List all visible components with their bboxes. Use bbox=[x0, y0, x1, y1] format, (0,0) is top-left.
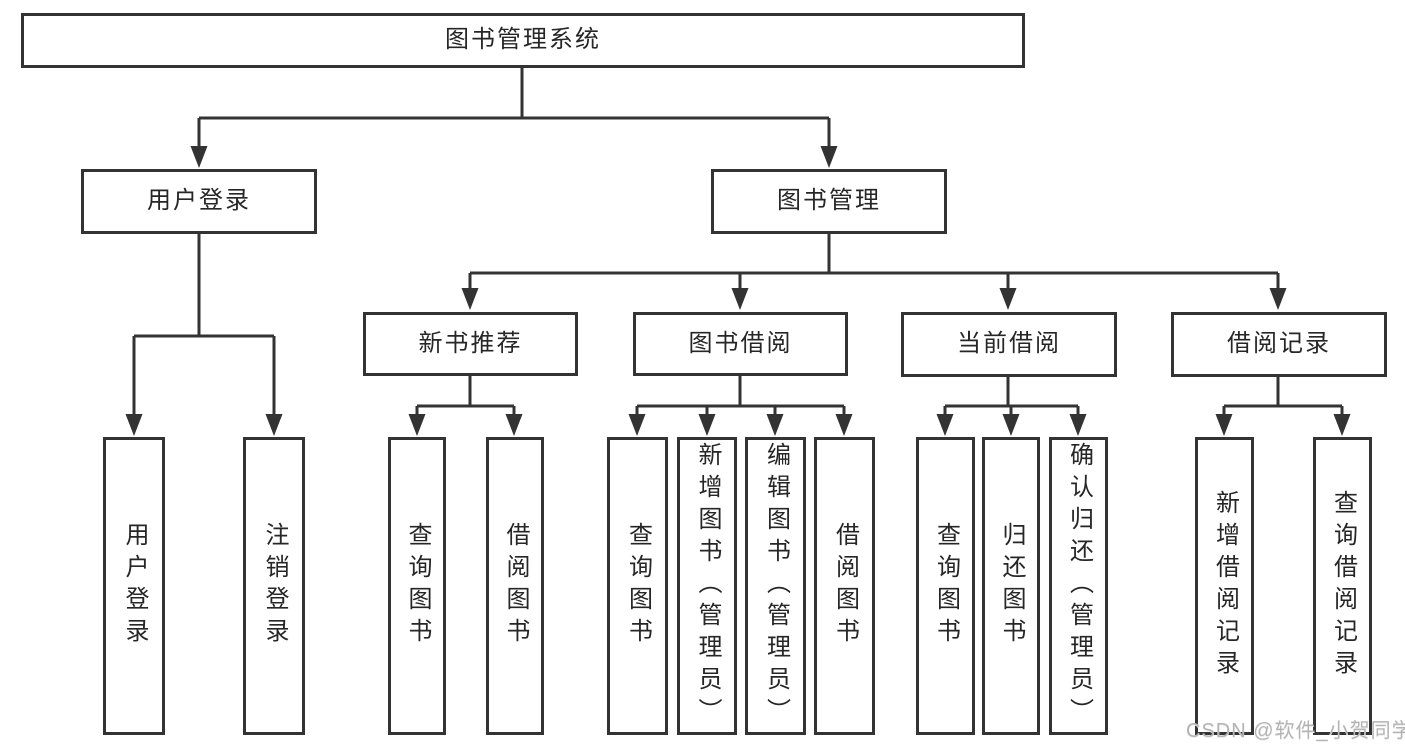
leaf-bb-edit-books-admin: 编辑图书（管理员） bbox=[745, 437, 806, 735]
node-root: 图书管理系统 bbox=[21, 13, 1025, 68]
leaf-nbr-borrow-books-label: 借阅图书 bbox=[502, 522, 529, 650]
leaf-bb-add-books-admin: 新增图书（管理员） bbox=[677, 437, 737, 735]
leaf-user-login-label: 用户登录 bbox=[121, 522, 148, 650]
leaf-cb-return-books-label: 归还图书 bbox=[998, 522, 1025, 650]
node-book-management-label: 图书管理 bbox=[777, 187, 881, 215]
node-new-book-recommend: 新书推荐 bbox=[363, 312, 578, 376]
connector-borrowing-records-children bbox=[1215, 376, 1351, 436]
leaf-nbr-query-books-label: 查询图书 bbox=[404, 522, 431, 650]
leaf-cb-return-books: 归还图书 bbox=[982, 437, 1040, 735]
leaf-bb-add-books-admin-label: 新增图书（管理员） bbox=[694, 442, 721, 730]
connector-root-to-level2 bbox=[190, 68, 838, 168]
connector-current-borrowing-children bbox=[936, 376, 1087, 436]
node-borrowing-records: 借阅记录 bbox=[1171, 312, 1387, 377]
node-book-management: 图书管理 bbox=[711, 169, 947, 234]
leaf-cb-query-books-label: 查询图书 bbox=[932, 522, 960, 650]
leaf-cb-query-books: 查询图书 bbox=[916, 437, 975, 735]
leaf-bb-borrow-books-label: 借阅图书 bbox=[831, 522, 859, 650]
leaf-cb-confirm-return-admin: 确认归还（管理员） bbox=[1049, 437, 1108, 735]
leaf-br-query-record: 查询借阅记录 bbox=[1313, 437, 1372, 735]
watermark: CSDN @软件_小贺同学 bbox=[1186, 720, 1405, 742]
leaf-bb-borrow-books: 借阅图书 bbox=[814, 437, 875, 735]
leaf-bb-query-books-label: 查询图书 bbox=[624, 522, 652, 650]
node-book-borrowing: 图书借阅 bbox=[633, 312, 848, 376]
leaf-br-add-record-label: 新增借阅记录 bbox=[1211, 490, 1239, 682]
node-book-borrowing-label: 图书借阅 bbox=[688, 329, 793, 357]
connector-book-management-children bbox=[461, 234, 1287, 310]
leaf-br-add-record: 新增借阅记录 bbox=[1195, 437, 1254, 735]
node-borrowing-records-label: 借阅记录 bbox=[1227, 330, 1331, 358]
node-new-book-recommend-label: 新书推荐 bbox=[418, 329, 523, 357]
node-current-borrowing-label: 当前借阅 bbox=[957, 330, 1061, 358]
leaf-bb-edit-books-admin-label: 编辑图书（管理员） bbox=[762, 442, 790, 730]
connector-user-login-children bbox=[125, 234, 283, 436]
leaf-nbr-query-books: 查询图书 bbox=[388, 437, 446, 735]
node-root-label: 图书管理系统 bbox=[445, 26, 601, 54]
leaf-cb-confirm-return-admin-label: 确认归还（管理员） bbox=[1065, 442, 1093, 730]
leaf-logout-label: 注销登录 bbox=[261, 522, 288, 650]
connector-book-borrowing-children bbox=[628, 376, 853, 436]
leaf-br-query-record-label: 查询借阅记录 bbox=[1329, 490, 1357, 682]
node-user-login-label: 用户登录 bbox=[147, 187, 251, 215]
connector-new-book-recommend-children bbox=[408, 376, 523, 436]
leaf-logout: 注销登录 bbox=[243, 437, 305, 735]
leaf-nbr-borrow-books: 借阅图书 bbox=[486, 437, 544, 735]
leaf-user-login: 用户登录 bbox=[103, 437, 165, 735]
node-current-borrowing: 当前借阅 bbox=[901, 312, 1117, 377]
node-user-login: 用户登录 bbox=[81, 169, 317, 234]
leaf-bb-query-books: 查询图书 bbox=[607, 437, 668, 735]
